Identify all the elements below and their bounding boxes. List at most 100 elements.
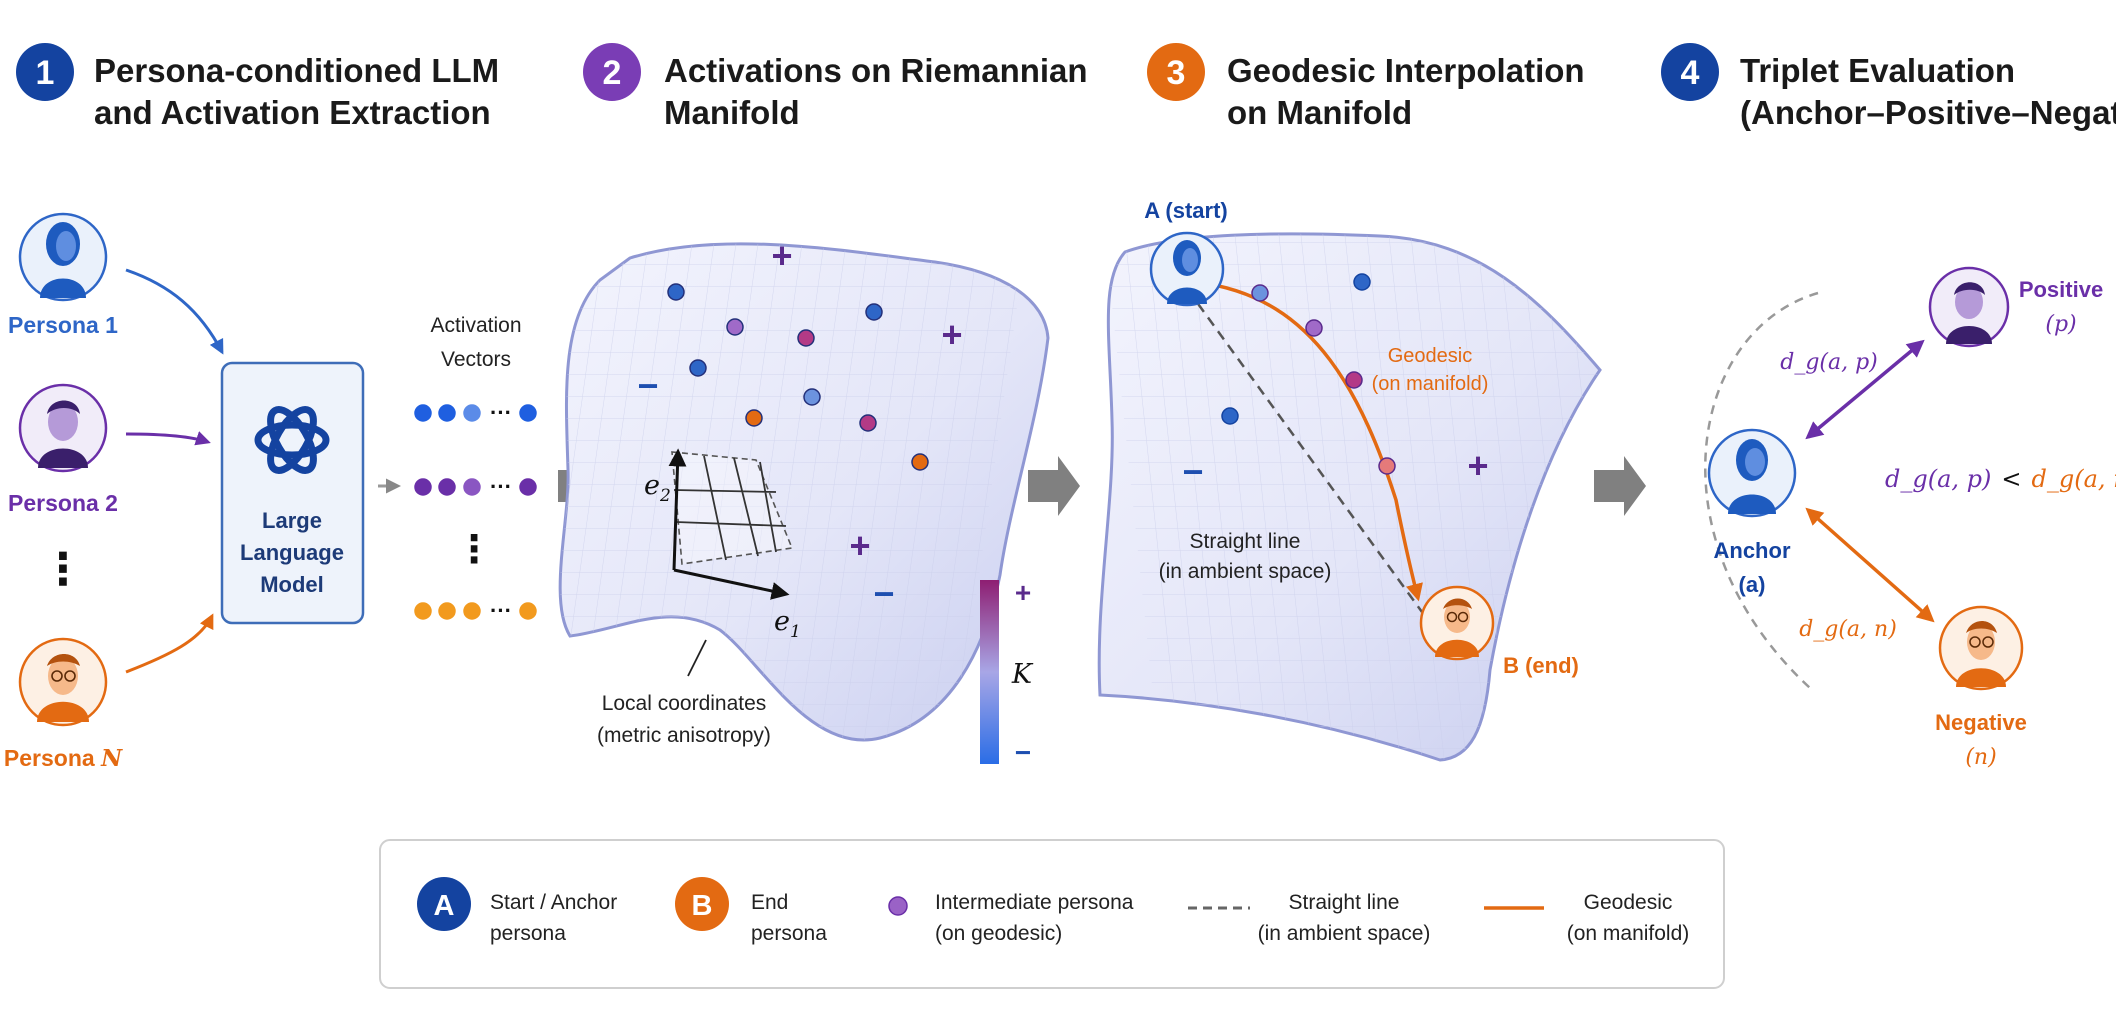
manifold-point — [745, 409, 763, 427]
positive-avatar — [1928, 266, 2010, 348]
manifold-point — [667, 283, 685, 301]
step-1-title-line1: Persona-conditioned LLM — [94, 52, 499, 89]
legend-mid-line2: (on geodesic) — [935, 922, 1062, 945]
persona-1-avatar — [18, 212, 108, 302]
legend-a-badge — [417, 877, 471, 931]
activation-vertical-ellipsis: ⋮ — [455, 529, 493, 571]
manifold3-plus: + — [1467, 445, 1488, 486]
manifold3-point — [1353, 273, 1371, 291]
persona-n-arrow — [125, 613, 214, 674]
manifold-point — [859, 414, 877, 432]
step-3-header: 3 Geodesic Interpolation on Manifold — [1147, 43, 1585, 131]
activation-dot — [463, 602, 481, 620]
activation-ellipsis: ··· — [490, 598, 512, 623]
axis-e2-label: e2 — [644, 470, 671, 506]
positive-label-line1: Positive — [2019, 277, 2103, 302]
manifold-point — [911, 453, 929, 471]
step-4-title-line2: (Anchor–Positive–Negative) — [1740, 94, 2116, 131]
manifold-point — [803, 388, 821, 406]
persona-1-arrow — [125, 268, 224, 355]
step-2-badge — [583, 43, 641, 101]
activation-dot — [438, 478, 456, 496]
legend-a-badge-letter: A — [434, 890, 455, 922]
activation-dot — [414, 478, 432, 496]
curvature-plus-3: + — [849, 525, 870, 566]
curvature-plus-2: + — [941, 314, 962, 355]
negative-label-line1: Negative — [1935, 710, 2027, 735]
legend-b-line1: End — [751, 891, 788, 914]
legend-geo-line1: Geodesic — [1584, 891, 1673, 914]
legend-mid-line1: Intermediate persona — [935, 891, 1134, 914]
activation-dot — [519, 602, 537, 620]
step-2-header: 2 Activations on Riemannian Manifold — [583, 43, 1088, 131]
activation-label-line2: Vectors — [441, 348, 511, 371]
panel-1: Persona 1 Persona 2 ⋮ Persona N — [4, 212, 537, 772]
legend-b-badge — [675, 877, 729, 931]
llm-label-line3: Model — [260, 572, 324, 597]
step-3-title-line2: on Manifold — [1227, 94, 1412, 131]
distance-an-label: d_g(a, n) — [1799, 617, 1897, 642]
activation-vectors: ········· — [414, 400, 537, 623]
legend: A Start / Anchor persona B End persona I… — [379, 839, 1725, 989]
flow-arrow-2 — [1028, 456, 1080, 516]
straight-label-line1: Straight line — [1190, 530, 1301, 553]
positive-label-line2: (p) — [2045, 312, 2076, 337]
straight-label-line2: (in ambient space) — [1159, 560, 1332, 583]
manifold-grid-2 — [560, 243, 1030, 741]
activation-ellipsis: ··· — [490, 400, 512, 425]
geodesic-path — [1195, 280, 1423, 602]
colorbar-k-label: K — [1011, 659, 1034, 690]
local-coordinate-patch — [668, 448, 794, 600]
step-2-title-line2: Manifold — [664, 94, 800, 131]
step-3-number: 3 — [1167, 54, 1186, 92]
axis-e1-label: e1 — [774, 606, 801, 642]
colorbar-plus: + — [1015, 577, 1031, 608]
end-b-avatar — [1419, 585, 1495, 661]
step-4-badge — [1661, 43, 1719, 101]
activation-dot — [414, 602, 432, 620]
local-coordinates-leader — [687, 639, 707, 677]
activation-dot — [519, 478, 537, 496]
llm-logo-icon — [254, 406, 330, 474]
curvature-minus-2: − — [873, 573, 894, 614]
manifold-point — [689, 359, 707, 377]
local-coordinates-label-line1: Local coordinates — [602, 692, 767, 715]
activation-dot — [463, 478, 481, 496]
persona-n-label: Persona N — [4, 745, 123, 772]
step-4-number: 4 — [1681, 54, 1700, 92]
colorbar-minus: − — [1015, 737, 1031, 768]
activation-dot — [414, 404, 432, 422]
anchor-negative-arrow — [1805, 507, 1935, 623]
activation-dot — [463, 404, 481, 422]
geodesic-point — [1378, 457, 1396, 475]
panel-2: + + + − − e2 e1 Local coordinates (metri… — [558, 235, 1050, 768]
triplet-boundary-arc — [1704, 291, 1819, 689]
persona-1-label: Persona 1 — [8, 312, 118, 338]
geodesic-point — [1305, 319, 1323, 337]
negative-label-line2: (n) — [1965, 745, 1996, 770]
geodesic-point — [1345, 371, 1363, 389]
anchor-label-line1: Anchor — [1714, 538, 1791, 563]
negative-avatar — [1938, 605, 2024, 691]
step-4-title-line1: Triplet Evaluation — [1740, 52, 2015, 89]
llm-box — [220, 361, 365, 625]
activation-label-line1: Activation — [430, 314, 521, 337]
distance-ap-label: d_g(a, p) — [1780, 350, 1878, 375]
start-a-label: A (start) — [1144, 198, 1228, 223]
legend-straight-line2: (in ambient space) — [1258, 922, 1431, 945]
legend-a-line2: persona — [490, 922, 566, 945]
activation-dot — [438, 602, 456, 620]
legend-intermediate-dot — [888, 896, 908, 916]
straight-line-path — [1186, 289, 1424, 613]
manifold-point — [797, 329, 815, 347]
step-3-title-line1: Geodesic Interpolation — [1227, 52, 1585, 89]
manifold-point — [865, 303, 883, 321]
curvature-plus-1: + — [771, 235, 792, 276]
activation-dot — [438, 404, 456, 422]
legend-a-line1: Start / Anchor — [490, 891, 617, 914]
manifold-point — [726, 318, 744, 336]
curvature-colorbar — [980, 580, 999, 764]
panel-4: Positive (p) Anchor (a) Negative (n) d_g… — [1704, 266, 2116, 770]
step-1-badge — [16, 43, 74, 101]
step-2-number: 2 — [603, 54, 622, 92]
